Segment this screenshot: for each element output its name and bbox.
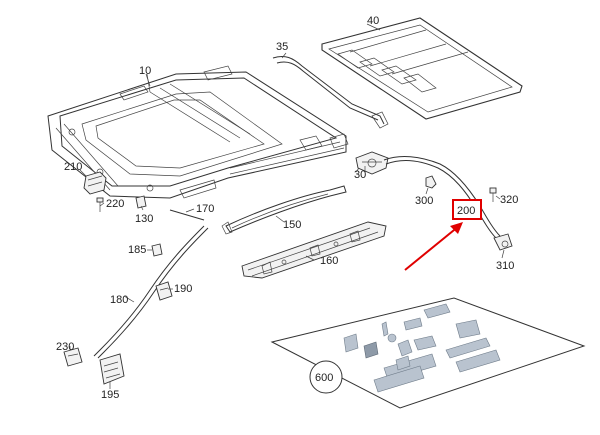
drain-hose-170-180 xyxy=(93,209,209,359)
callout-300: 300 xyxy=(415,195,433,207)
callout-230: 230 xyxy=(56,341,74,353)
callout-40: 40 xyxy=(367,15,379,27)
connector-230 xyxy=(63,347,83,367)
nozzle-310 xyxy=(493,233,513,251)
drive-motor-30 xyxy=(355,151,389,175)
clip-300 xyxy=(425,175,437,189)
callout-130: 130 xyxy=(135,213,153,225)
bracket-195 xyxy=(99,353,125,385)
callout-150: 150 xyxy=(283,219,301,231)
highlight-box xyxy=(452,199,482,220)
callout-200: 200 xyxy=(457,205,475,217)
glass-panel-40 xyxy=(321,17,523,120)
callout-195: 195 xyxy=(101,389,119,401)
screw-320 xyxy=(489,187,497,202)
callout-185: 185 xyxy=(128,244,146,256)
sunroof-frame-10 xyxy=(47,65,349,199)
clip-185 xyxy=(151,243,163,257)
hardware-kit-600 xyxy=(270,297,586,409)
clip-190 xyxy=(155,281,173,301)
bracket-210 xyxy=(83,171,107,195)
deflector-arm-150 xyxy=(221,185,347,235)
highlighted-callout-200: 200 xyxy=(404,199,482,271)
callout-180: 180 xyxy=(110,294,128,306)
callouts: 10 40 35 30 210 220 130 170 150 160 185 … xyxy=(56,15,518,401)
screw-220 xyxy=(96,197,104,212)
callout-170: 170 xyxy=(196,203,214,215)
leader-lines xyxy=(69,23,505,389)
highlight-arrowhead xyxy=(450,222,463,234)
guide-rail-160 xyxy=(241,221,387,279)
callout-210: 210 xyxy=(64,161,82,173)
callout-310: 310 xyxy=(496,260,514,272)
clip-130 xyxy=(135,195,147,209)
drain-hose-200 xyxy=(383,156,501,239)
callout-30: 30 xyxy=(354,169,366,181)
callout-10: 10 xyxy=(139,65,151,77)
callout-220: 220 xyxy=(106,198,124,210)
highlight-arrow xyxy=(404,225,460,271)
callout-600: 600 xyxy=(315,372,333,384)
callout-190: 190 xyxy=(174,283,192,295)
seal-strip-35 xyxy=(272,55,389,129)
callout-160: 160 xyxy=(320,255,338,267)
callout-320: 320 xyxy=(500,194,518,206)
callout-35: 35 xyxy=(276,41,288,53)
